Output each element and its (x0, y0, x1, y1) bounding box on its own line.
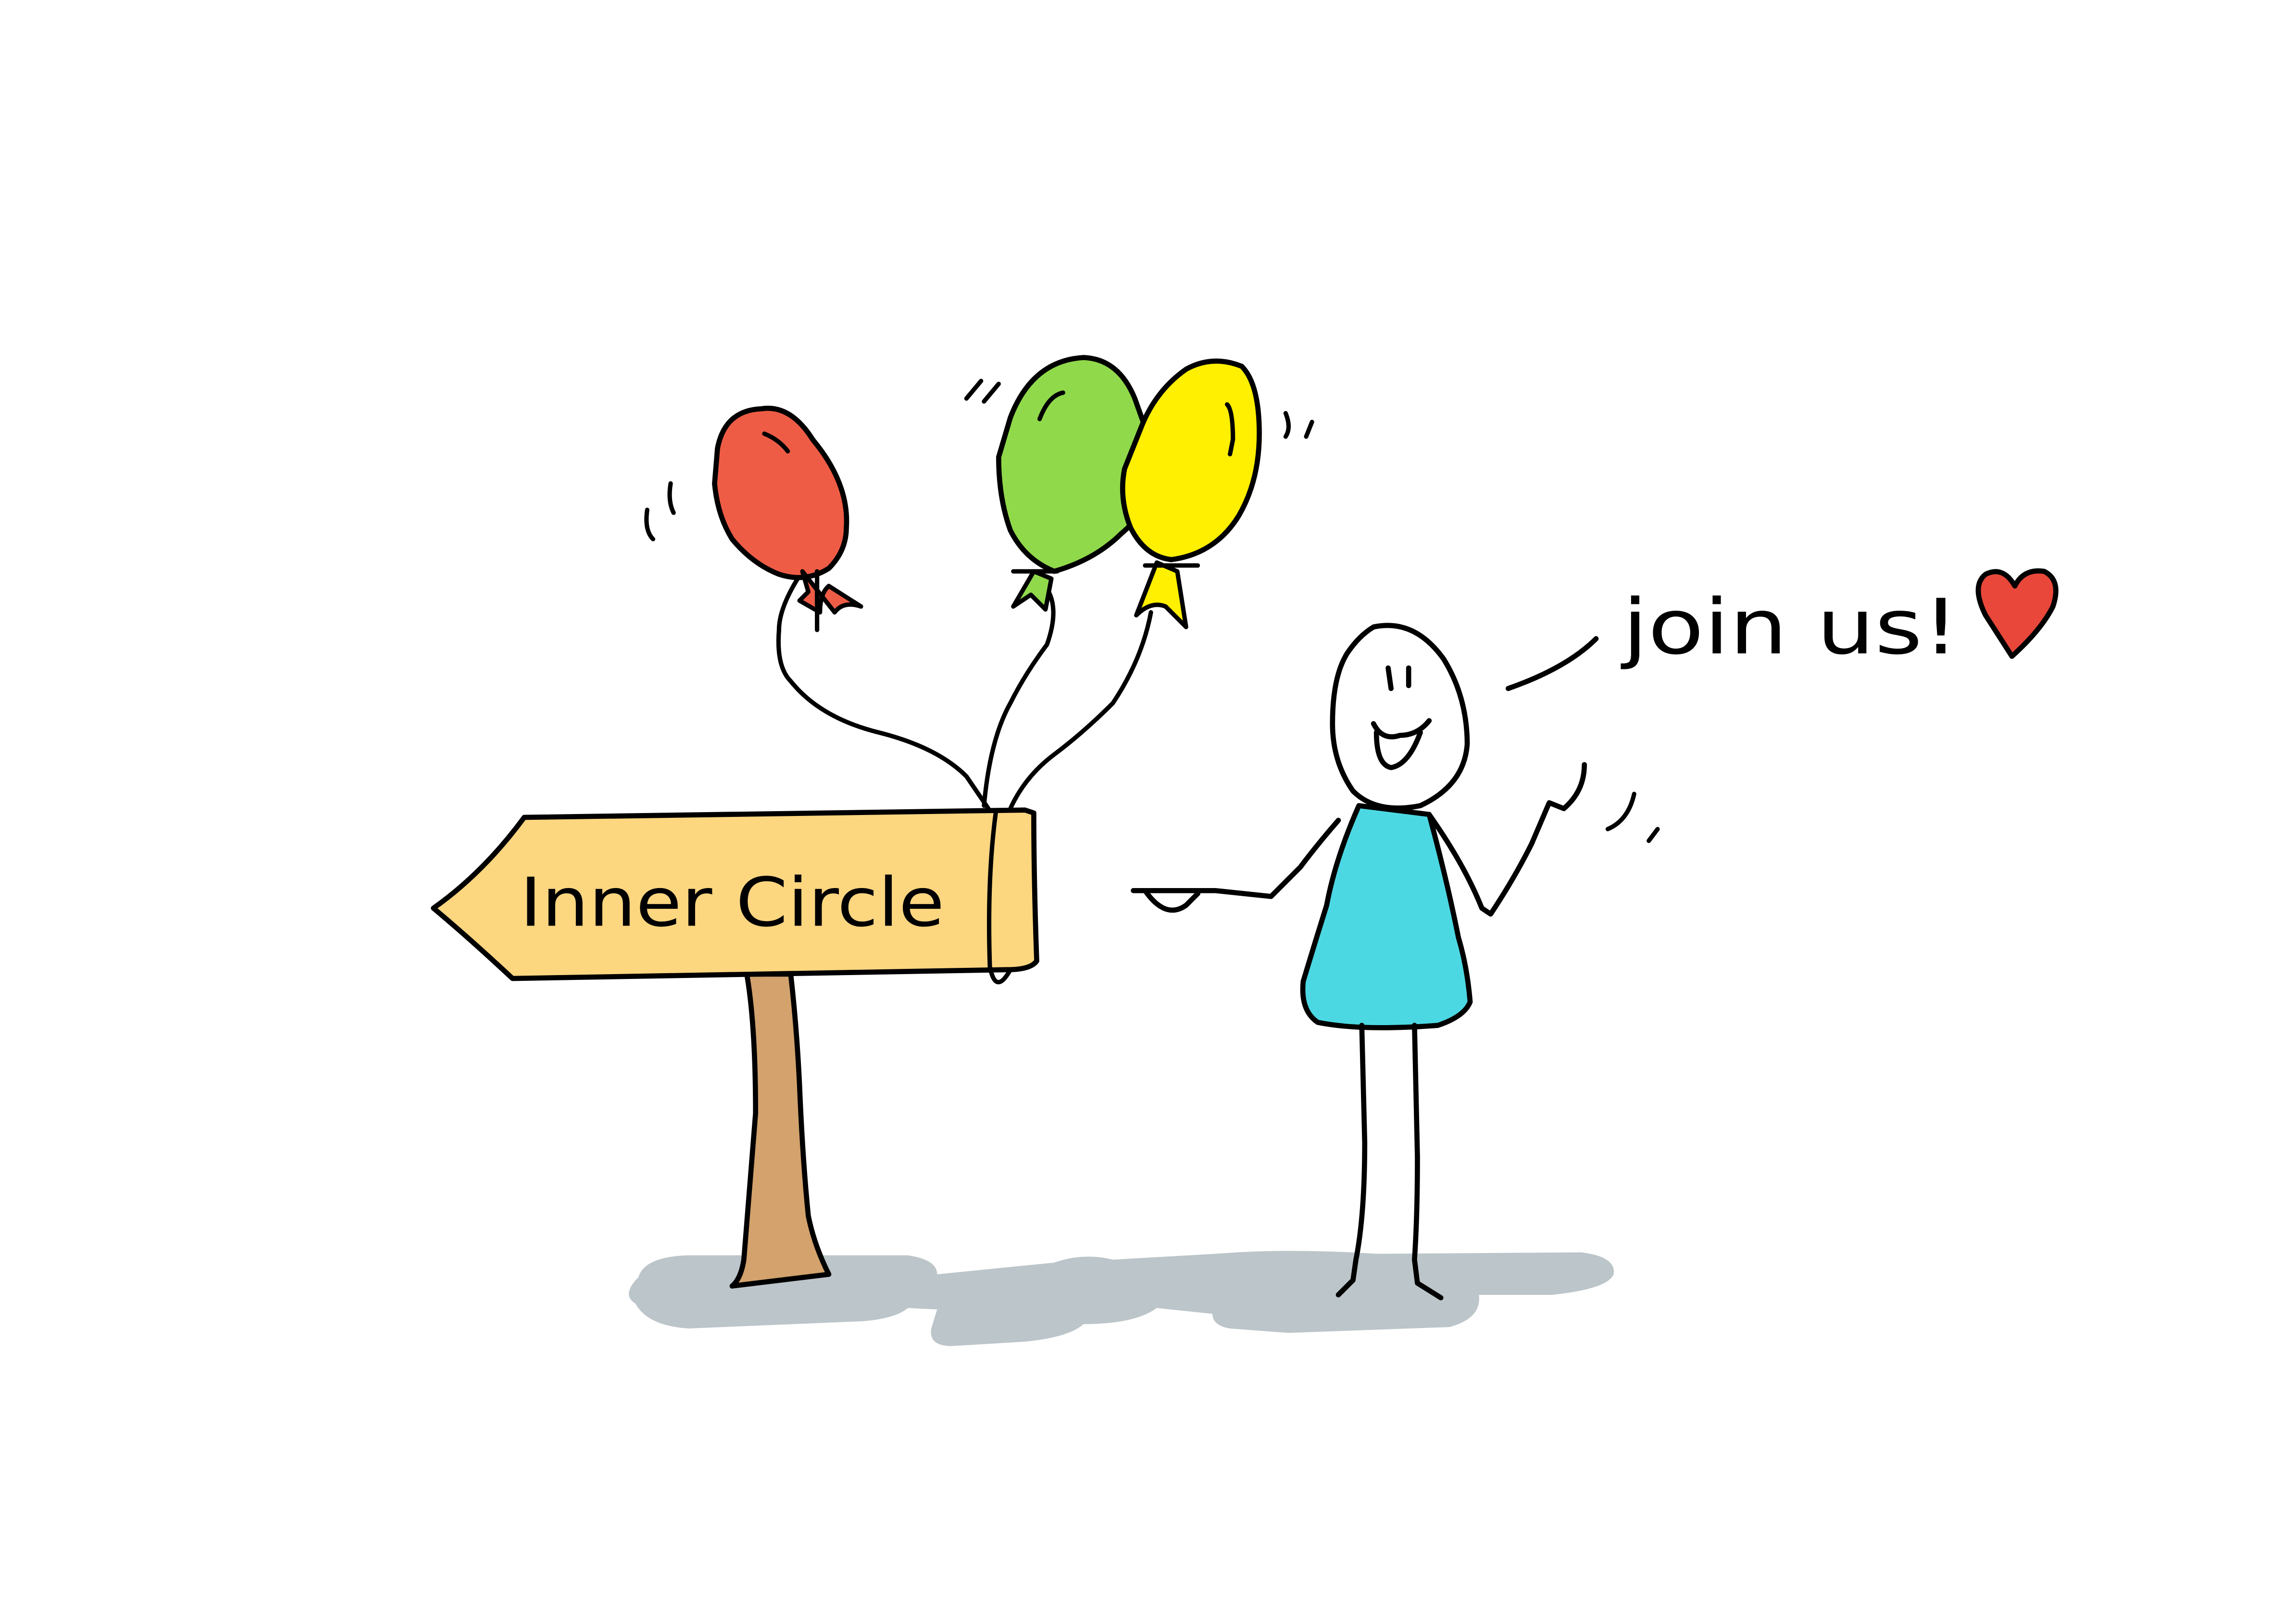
red-balloon (712, 405, 863, 632)
join-us-text: join us! (1621, 583, 1959, 672)
inner-circle-sign: Inner Circle (431, 807, 1039, 985)
heart-icon (1975, 568, 2059, 659)
speech: join us! (1621, 568, 2059, 672)
sign-label: Inner Circle (520, 864, 944, 942)
balloon-strings (776, 573, 1153, 811)
green-balloon (996, 355, 1152, 612)
yellow-balloon (1120, 358, 1262, 629)
motion-marks (644, 378, 1660, 843)
sign-post (729, 971, 832, 1289)
stick-figure (1131, 623, 1599, 1301)
ground-shadow (629, 1251, 1614, 1346)
